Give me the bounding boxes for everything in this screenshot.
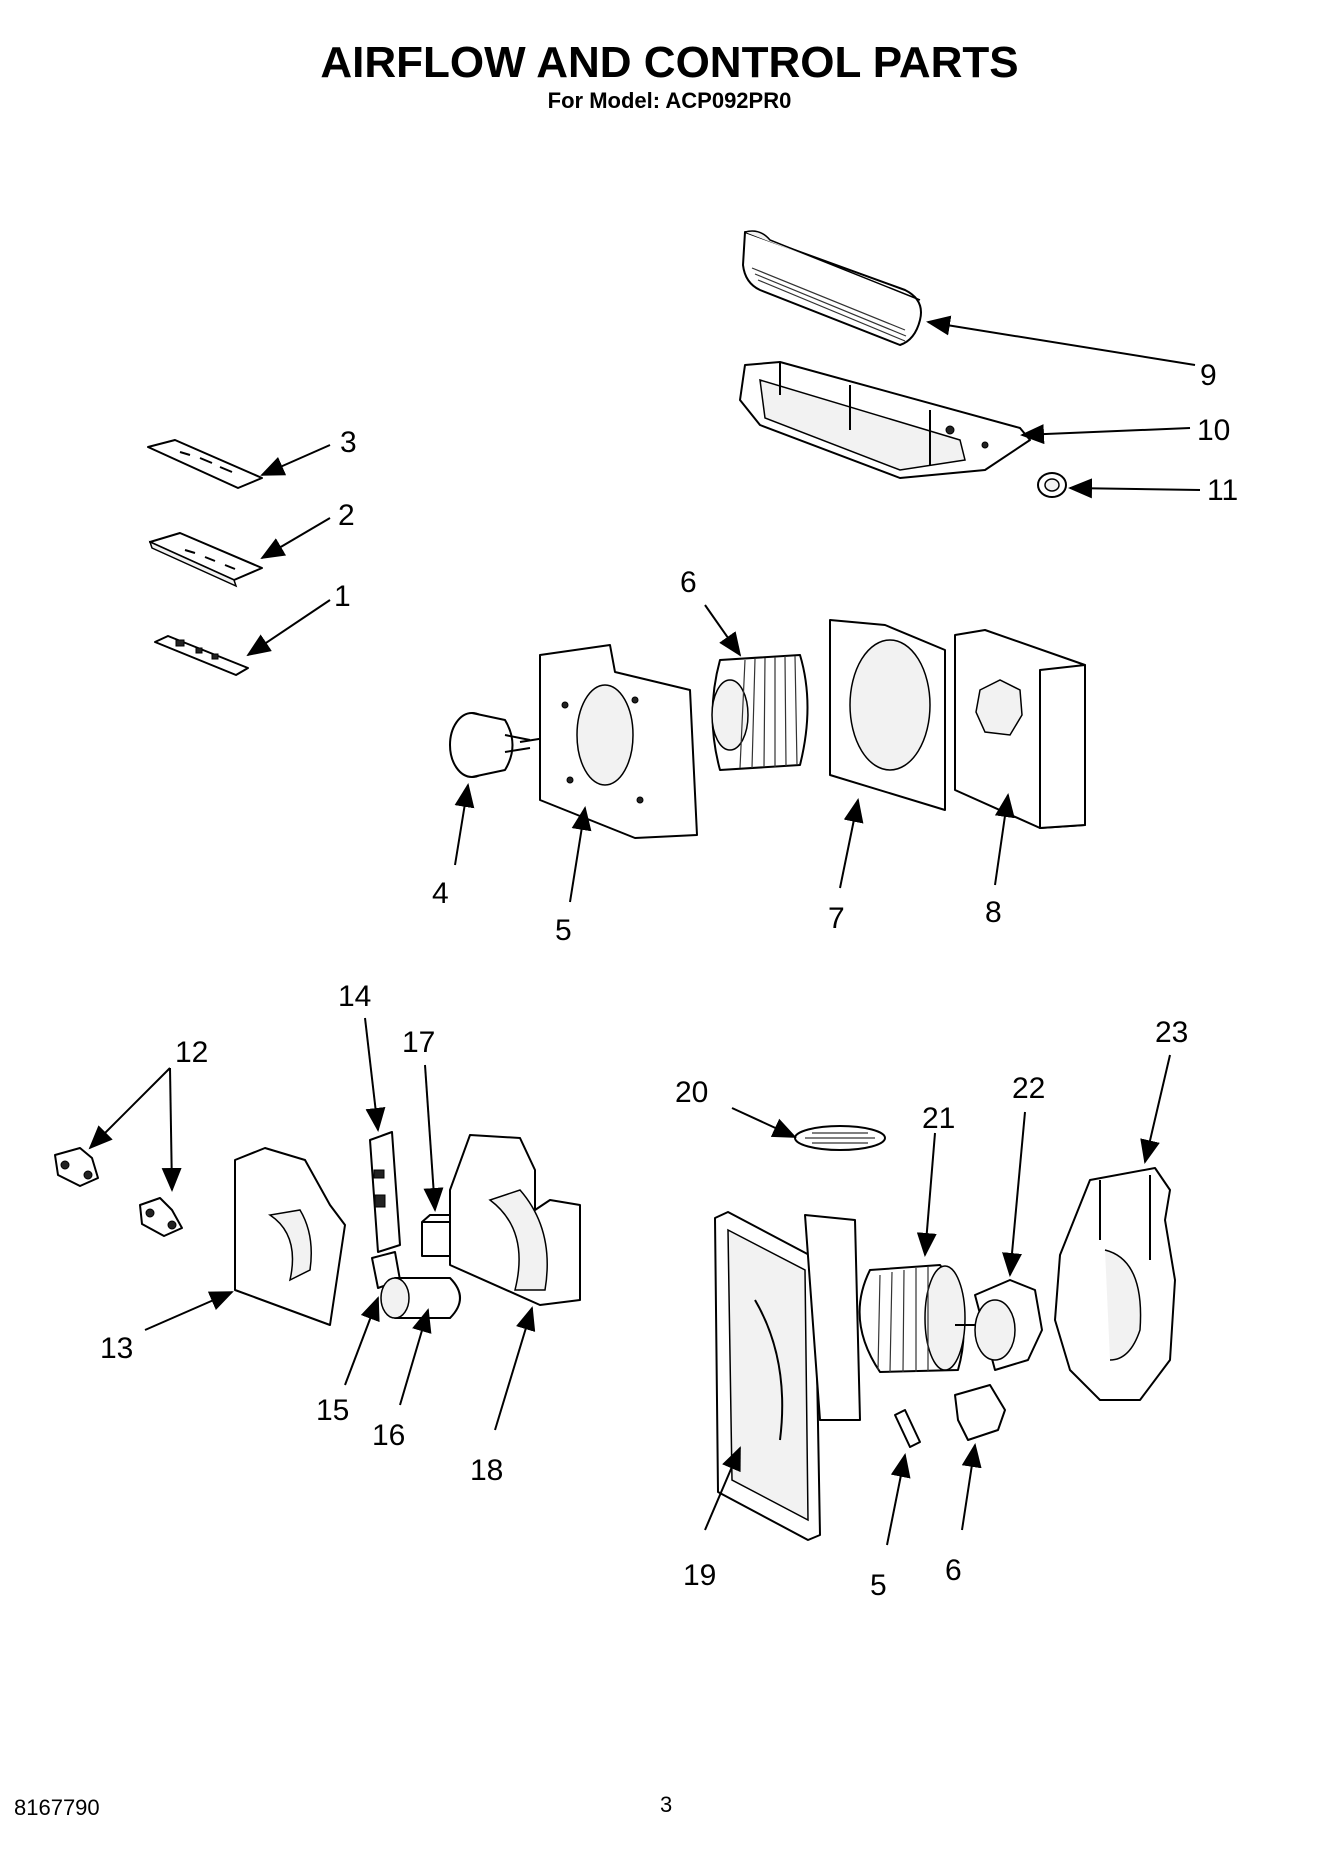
- part-16-capacitor: [380, 1277, 461, 1319]
- callout-6: 6: [680, 566, 697, 599]
- model-subtitle: For Model: ACP092PR0: [547, 88, 792, 113]
- part-13-panel: [234, 1147, 346, 1326]
- callout-15: 15: [316, 1394, 349, 1427]
- part-12-bracket-a: [54, 1147, 99, 1187]
- part-23-scroll-housing: [1054, 1167, 1176, 1401]
- part-18-bulkhead: [449, 1134, 581, 1306]
- part-14-control-board: [369, 1131, 401, 1253]
- callout-5: 5: [555, 914, 572, 947]
- page-title: AIRFLOW AND CONTROL PARTS: [320, 38, 1019, 87]
- callout-5b: 5: [870, 1569, 887, 1602]
- part-5-partition: [539, 644, 698, 839]
- part-21-blower-wheel: [858, 1264, 966, 1373]
- part-6-blower-wheel: [711, 654, 809, 771]
- callout-7: 7: [828, 902, 845, 935]
- part-3-overlay: [147, 439, 263, 489]
- part-5-clip: [894, 1409, 921, 1448]
- document-number: 8167790: [14, 1795, 100, 1820]
- callout-3: 3: [340, 426, 357, 459]
- part-7-orifice-plate: [829, 619, 946, 811]
- callout-13: 13: [100, 1332, 133, 1365]
- callout-6b: 6: [945, 1554, 962, 1587]
- callout-1: 1: [334, 580, 351, 613]
- part-1-board: [154, 635, 249, 676]
- callout-21: 21: [922, 1102, 955, 1135]
- part-11-knob: [1037, 472, 1067, 498]
- callout-23: 23: [1155, 1016, 1188, 1049]
- callout-22: 22: [1012, 1072, 1045, 1105]
- part-9-louver: [742, 230, 922, 346]
- callout-16: 16: [372, 1419, 405, 1452]
- leader-lines: [88, 315, 1201, 1546]
- callout-9: 9: [1200, 359, 1217, 392]
- callout-labels: 9 10 11 3 2 1 6 4 5 7 8 14 12 17 23 20 2…: [100, 359, 1238, 1602]
- callout-17: 17: [402, 1026, 435, 1059]
- callout-8: 8: [985, 896, 1002, 929]
- callout-14: 14: [338, 980, 371, 1013]
- callout-11: 11: [1207, 474, 1238, 507]
- callout-10: 10: [1197, 414, 1230, 447]
- callout-2: 2: [338, 499, 355, 532]
- part-22-motor: [955, 1279, 1043, 1371]
- callout-18: 18: [470, 1454, 503, 1487]
- callout-19: 19: [683, 1559, 716, 1592]
- page-number: 3: [660, 1792, 673, 1817]
- callout-12: 12: [175, 1036, 208, 1069]
- part-20-filter: [794, 1125, 886, 1151]
- part-10-housing: [739, 361, 1031, 479]
- part-17-relay: [421, 1214, 465, 1257]
- part-19-grille-frame: [714, 1211, 861, 1541]
- callout-4: 4: [432, 877, 449, 910]
- callout-20: 20: [675, 1076, 708, 1109]
- part-8-scroll-cover: [954, 629, 1086, 829]
- part-6-mount: [954, 1384, 1006, 1441]
- part-2-panel: [148, 532, 263, 588]
- part-12-bracket-b: [139, 1197, 183, 1237]
- part-4-motor: [449, 712, 546, 778]
